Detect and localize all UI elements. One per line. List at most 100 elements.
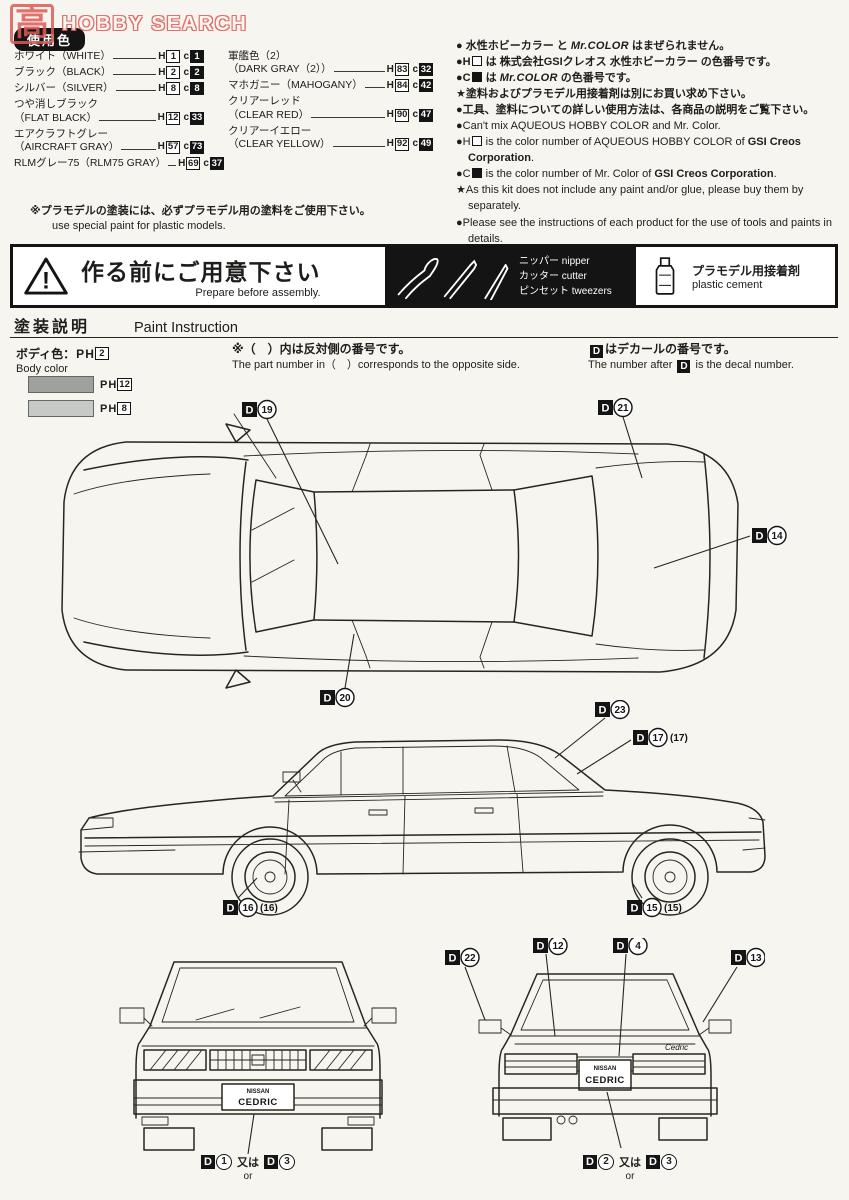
d-mark: D bbox=[264, 1155, 278, 1169]
plate-model-text: CEDRIC bbox=[585, 1075, 624, 1086]
opposite-side-note: ※（ ）内は反対側の番号です。 The part number in（ ）cor… bbox=[232, 341, 520, 374]
svg-text:D: D bbox=[602, 403, 610, 415]
decal-note-jp: はデカールの番号です。 bbox=[605, 342, 736, 356]
or-en: or bbox=[625, 1171, 635, 1182]
or-jp: 又は bbox=[619, 1157, 641, 1169]
paint-color-name: シルバー（SILVER） bbox=[14, 82, 114, 95]
aqueous-color-number: 83 bbox=[394, 63, 410, 77]
door-handle bbox=[474, 807, 494, 814]
note-line: ●H は 株式会社GSIクレオス 水性ホビーカラー の色番号です。 bbox=[456, 56, 777, 69]
leader-line bbox=[332, 145, 385, 147]
mrcolor-code-letter: c bbox=[412, 63, 418, 75]
section-divider bbox=[10, 337, 838, 338]
decal-number: 3 bbox=[661, 1154, 677, 1170]
note-line: ●Can't mix AQUEOUS HOBBY COLOR and Mr. C… bbox=[456, 120, 721, 133]
note-line: ●H is the color number of AQUEOUS HOBBY … bbox=[456, 136, 801, 165]
body-color-number: 2 bbox=[94, 347, 109, 360]
paint-instruction-heading: 塗装説明 Paint Instruction bbox=[14, 313, 238, 337]
svg-text:D: D bbox=[637, 733, 645, 745]
d-mark: D bbox=[590, 345, 603, 358]
grille-badge bbox=[251, 1054, 265, 1066]
car-side-view-lines bbox=[78, 739, 766, 916]
aqueous-code-letter: H bbox=[386, 138, 394, 150]
leader-line bbox=[247, 1113, 255, 1155]
svg-text:22: 22 bbox=[464, 953, 476, 964]
usage-colors-header: 使用色 bbox=[14, 28, 86, 51]
aqueous-code-letter: H bbox=[158, 66, 166, 78]
paint-color-name: （CLEAR RED） bbox=[228, 108, 310, 121]
front-license-plate bbox=[221, 1083, 295, 1111]
mrcolor-code-letter: c bbox=[183, 66, 189, 78]
taillight bbox=[504, 1053, 578, 1075]
headlight bbox=[143, 1049, 207, 1071]
svg-text:19: 19 bbox=[261, 405, 273, 416]
decal-callout-d14: D 14 bbox=[653, 525, 787, 569]
rear-bumper bbox=[492, 1087, 718, 1115]
door-mirror bbox=[708, 1019, 732, 1034]
decal-callout-d13: D 13 bbox=[702, 947, 765, 1023]
decal-callout-d12: D 12 bbox=[533, 938, 568, 1037]
svg-text:20: 20 bbox=[339, 693, 351, 704]
decal-callout-d22: D 22 bbox=[445, 947, 486, 1021]
prepare-title: 作る前にご用意下さい bbox=[81, 259, 321, 285]
aqueous-code-letter: H bbox=[158, 50, 166, 62]
door-mirror bbox=[225, 669, 251, 689]
d-mark: D bbox=[646, 1155, 660, 1169]
paint-color-name: ブラック（BLACK） bbox=[14, 66, 112, 79]
mrcolor-code-letter: c bbox=[183, 82, 189, 94]
svg-text:(17): (17) bbox=[670, 733, 688, 744]
opposite-side-note-jp: ※（ ）内は反対側の番号です。 bbox=[232, 342, 411, 356]
svg-text:D: D bbox=[617, 941, 625, 953]
aqueous-color-number: 8 bbox=[166, 82, 181, 96]
mrcolor-code-letter: c bbox=[203, 157, 209, 169]
mrcolor-color-number: 8 bbox=[190, 82, 204, 96]
body-color-block: ボディ色： P H 2 Body color bbox=[16, 345, 109, 375]
leader-line bbox=[99, 119, 156, 121]
paint-instruction-title-en: Paint Instruction bbox=[134, 320, 238, 336]
car-rear-view: Cedric NISSAN CEDRIC D 22 D 12 D 4 bbox=[445, 938, 765, 1149]
paint-color-name: ホワイト（WHITE） bbox=[14, 50, 111, 62]
decal-callout-d17: D 17 (17) bbox=[576, 727, 688, 775]
note-line: ★As this kit does not include any paint … bbox=[456, 184, 804, 213]
paint-swatch bbox=[28, 376, 94, 393]
tools-icon bbox=[397, 258, 509, 300]
note-line: ★塗料およびプラモデル用接着剤は別にお買い求め下さい。 bbox=[456, 88, 752, 101]
body-color-code-p: P bbox=[76, 346, 85, 361]
trunk-badge-text: Cedric bbox=[665, 1043, 688, 1052]
tool-label: ニッパー nipper bbox=[519, 255, 590, 267]
svg-text:D: D bbox=[324, 693, 332, 705]
body-color-label: ボディ色： bbox=[16, 347, 76, 361]
paint-color-name: マホガニー（MAHOGANY） bbox=[228, 79, 363, 92]
wipers bbox=[195, 1006, 301, 1021]
tool-labels: ニッパー nipper カッター cutter ピンセット tweezers bbox=[519, 254, 612, 299]
rear-license-plate bbox=[578, 1059, 632, 1091]
svg-text:(16): (16) bbox=[260, 903, 278, 914]
paint-color-name: （FLAT BLACK） bbox=[14, 111, 98, 124]
paint-color-name-top: クリアーレッド bbox=[228, 95, 301, 108]
d-mark: D bbox=[201, 1155, 215, 1169]
mrcolor-code-letter: c bbox=[183, 112, 189, 124]
footnote-jp: ※プラモデルの塗装には、必ずプラモデル用の塗料をご使用下さい。 bbox=[30, 205, 371, 217]
headlight bbox=[80, 817, 114, 831]
car-front-view: NISSAN CEDRIC bbox=[119, 961, 397, 1155]
rear-wheel bbox=[631, 838, 709, 916]
mrcolor-code-letter: c bbox=[412, 79, 418, 91]
paint-instruction-title-jp: 塗装説明 bbox=[14, 319, 91, 336]
decal-number: 2 bbox=[598, 1154, 614, 1170]
decal-callout-d19: D 19 bbox=[242, 399, 339, 565]
svg-text:D: D bbox=[631, 903, 639, 915]
mrcolor-code-letter: c bbox=[183, 141, 189, 153]
decal-number: 3 bbox=[279, 1154, 295, 1170]
watermark-title: HOBBY SEARCH bbox=[62, 13, 248, 35]
taillight bbox=[632, 1053, 706, 1075]
svg-text:D: D bbox=[756, 531, 764, 543]
aqueous-code-letter: H bbox=[158, 82, 166, 94]
mrcolor-color-number: 2 bbox=[190, 66, 204, 80]
